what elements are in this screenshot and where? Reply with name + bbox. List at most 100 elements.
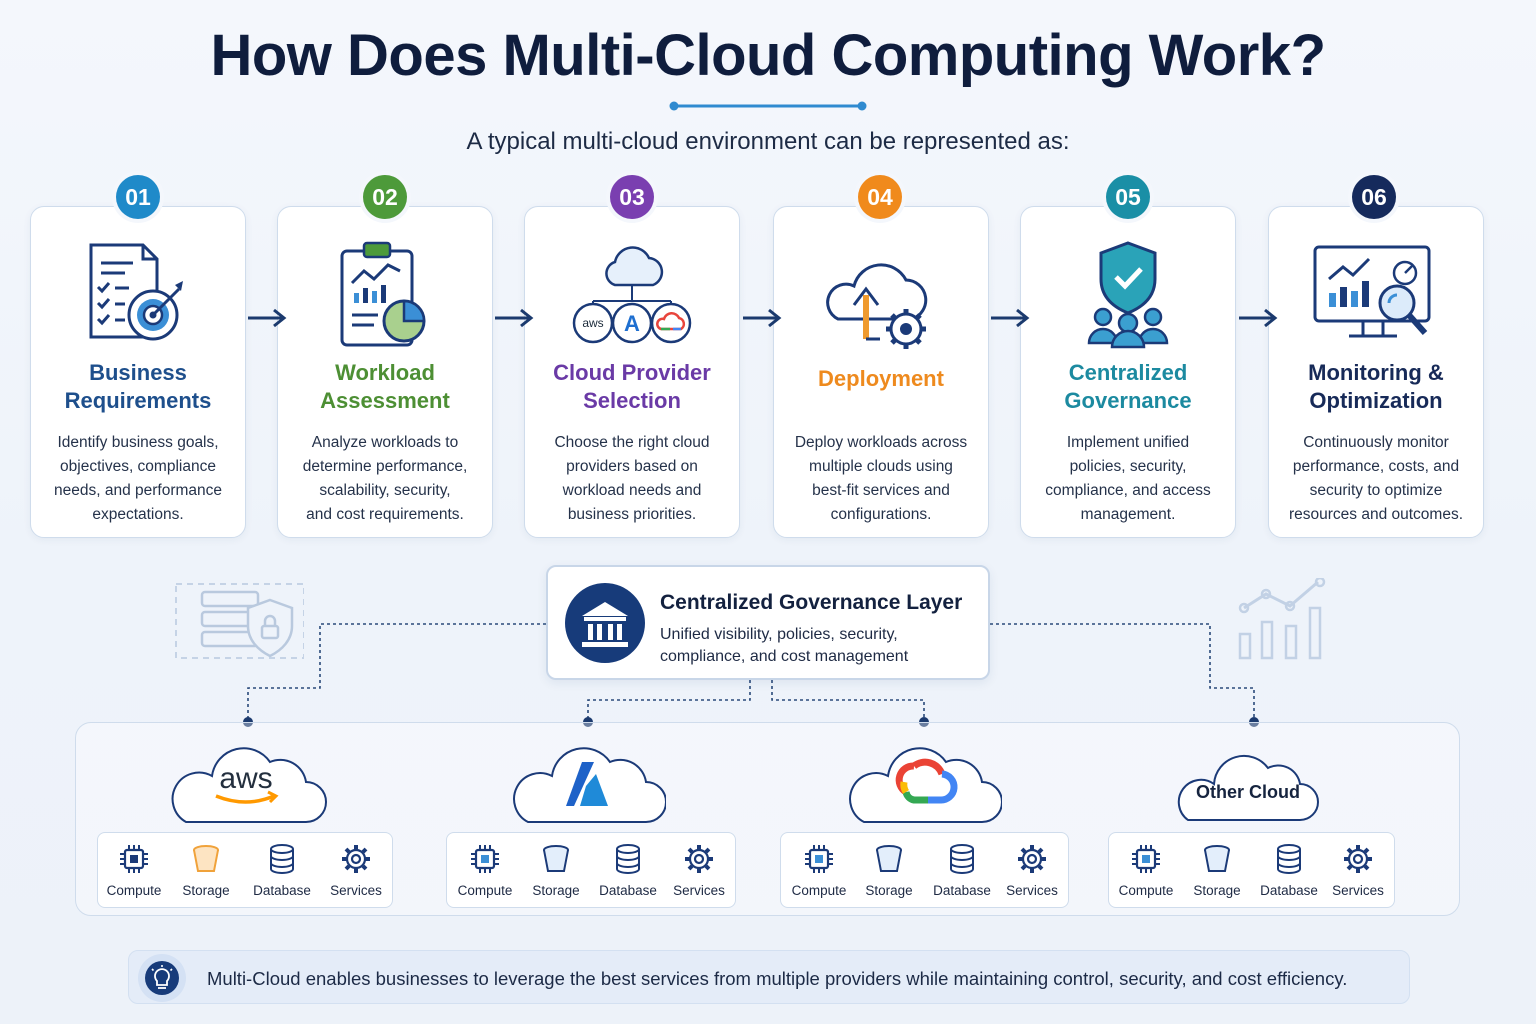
step-title-line: Optimization [1309,388,1443,413]
other-cloud-label: Other Cloud [1196,782,1300,802]
footer-text: Multi-Cloud enables businesses to levera… [207,968,1348,989]
step-card-4: Deployment Deploy workloads across multi… [773,206,989,538]
compute-service[interactable]: Compute [98,833,170,909]
step-title-line: Cloud Provider [553,360,711,385]
service-label: Compute [791,883,847,898]
desc-line: and cost requirements. [306,506,464,523]
step-title-line: Business [89,360,187,385]
bucket-icon [876,845,902,872]
page-title: How Does Multi-Cloud Computing Work? [210,23,1326,88]
step-badge-3: 03 [610,175,654,219]
storage-service[interactable]: Storage [853,833,925,909]
step-description: Choose the right cloud providers based o… [539,431,725,527]
step-title: Cloud Provider Selection [533,359,731,415]
step-badge-1: 01 [116,175,160,219]
step-description: Implement unified policies, security, co… [1035,431,1221,527]
desc-line: compliance, and access [1045,482,1211,499]
step-card-3: aws A Cloud Provider Selection Choose th… [524,206,740,538]
step-title-line: Assessment [320,388,450,413]
step-title: Business Requirements [39,359,237,415]
other-cloud [1177,754,1319,821]
service-label: Storage [532,883,580,898]
governance-description: Unified visibility, policies, security, … [660,624,960,668]
azure-cloud [513,747,666,823]
desc-line: resources and outcomes. [1288,506,1464,523]
arrow-right-icon [743,308,782,328]
service-label: Compute [106,883,162,898]
database-service[interactable]: Database [1253,833,1325,909]
desc-line: configurations. [830,506,932,523]
governance-title: Centralized Governance Layer [660,591,963,614]
services-service[interactable]: Services [663,833,735,909]
desc-line: management. [1080,506,1176,523]
step-badge-5: 05 [1106,175,1150,219]
gear-icon [1344,845,1372,873]
desc-line: determine performance, [302,458,468,475]
step-description: Identify business goals, objectives, com… [45,431,231,527]
bucket-icon [193,845,219,872]
step-card-5: Centralized Governance Implement unified… [1020,206,1236,538]
database-icon [1277,844,1301,874]
step-title: Monitoring & Optimization [1277,359,1475,415]
governance-layer: Centralized Governance Layer Unified vis… [546,565,990,680]
arrow-right-icon [495,308,534,328]
desc-line: Identify business goals, [57,434,219,451]
step-title: Deployment [782,365,980,393]
gear-icon [685,845,713,873]
step-description: Continuously monitor performance, costs,… [1283,431,1469,527]
step-title-line: Monitoring & [1308,360,1444,385]
service-label: Database [1260,883,1318,898]
cloud-providers-icon: aws A [572,246,692,344]
storage-service[interactable]: Storage [1181,833,1253,909]
service-label: Storage [1193,883,1241,898]
service-label: Compute [457,883,513,898]
service-label: Database [253,883,311,898]
compute-service[interactable]: Compute [1110,833,1182,909]
cpu-chip-icon [471,845,499,873]
desc-line: security to optimize [1309,482,1443,499]
desc-line: performance, costs, and [1292,458,1460,475]
desc-line: multiple clouds using [809,458,953,475]
arrow-right-icon [1239,308,1278,328]
other-cloud-services: Compute Storage Database Services [1108,832,1395,908]
step-title-line: Workload [335,360,435,385]
desc-line: policies, security, [1069,458,1187,475]
bank-building-icon [565,583,645,663]
desc-line: best-fit services and [812,482,950,499]
step-description: Analyze workloads to determine performan… [292,431,478,527]
services-service[interactable]: Services [1322,833,1394,909]
cpu-chip-icon [1132,845,1160,873]
compute-service[interactable]: Compute [449,833,521,909]
step-card-6: Monitoring & Optimization Continuously m… [1268,206,1484,538]
database-icon [270,844,294,874]
desc-line: Deploy workloads across [794,434,968,451]
step-badge-4: 04 [858,175,902,219]
desc-line: scalability, security, [319,482,451,499]
step-card-1: Business Requirements Identify business … [30,206,246,538]
desc-line: providers based on [566,458,698,475]
service-label: Services [1332,883,1384,898]
storage-service[interactable]: Storage [520,833,592,909]
storage-service[interactable]: Storage [170,833,242,909]
database-service[interactable]: Database [246,833,318,909]
services-service[interactable]: Services [320,833,392,909]
services-service[interactable]: Services [996,833,1068,909]
service-label: Database [599,883,657,898]
google-cloud-logo [895,758,958,804]
desc-line: compliance, and cost management [660,648,909,665]
step-badge-6: 06 [1352,175,1396,219]
title-divider [669,101,867,111]
cpu-chip-icon [120,845,148,873]
desc-line: Implement unified [1066,434,1190,451]
cloud-deploy-gear-icon [826,263,928,349]
step-title: Workload Assessment [286,359,484,415]
desc-line: Analyze workloads to [311,434,459,451]
database-icon [950,844,974,874]
database-service[interactable]: Database [592,833,664,909]
compute-service[interactable]: Compute [783,833,855,909]
step-title-line: Governance [1064,388,1192,413]
step-card-2: Workload Assessment Analyze workloads to… [277,206,493,538]
azure-logo [566,762,594,806]
database-service[interactable]: Database [926,833,998,909]
desc-line: workload needs and [562,482,702,499]
